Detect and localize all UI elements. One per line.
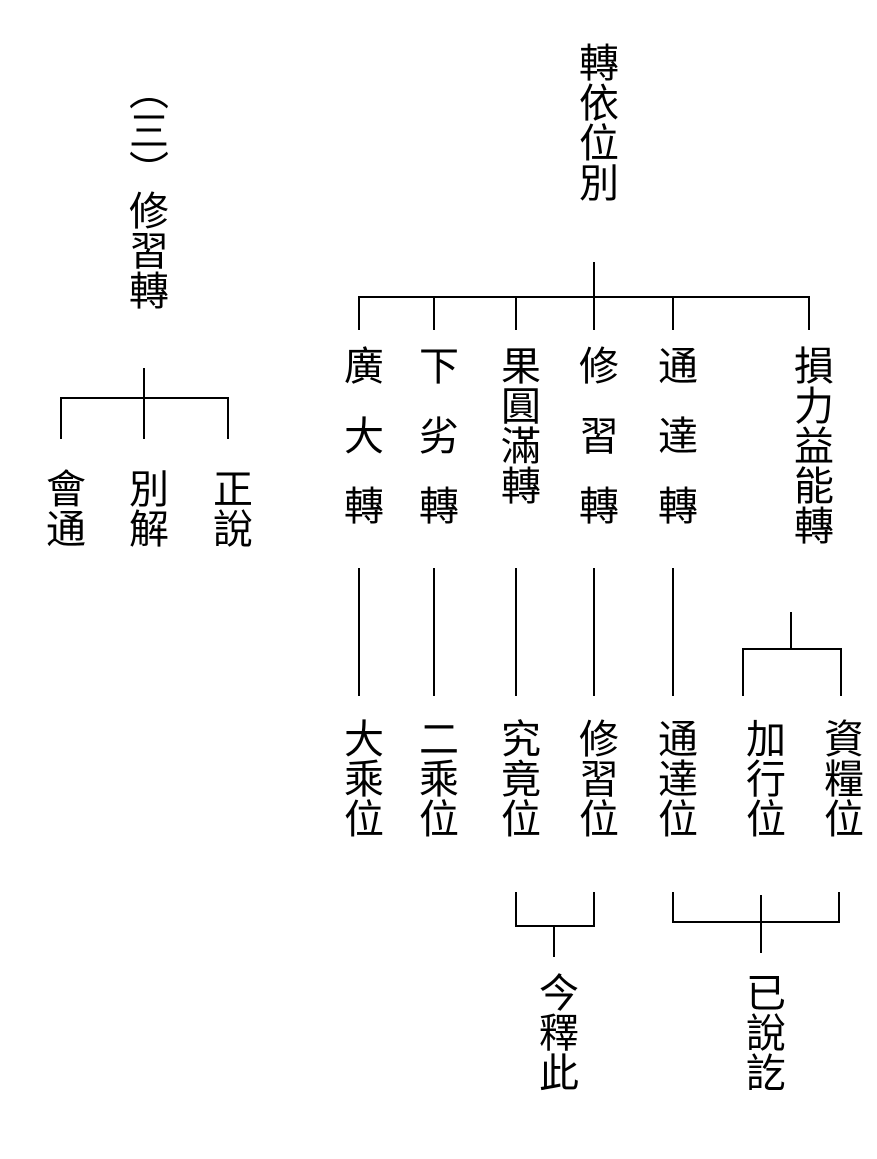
- left-branch-biejie: 別解: [122, 468, 168, 548]
- connector: [143, 368, 145, 398]
- pos-dacheng: 大乘位: [337, 718, 383, 838]
- turn-xiuxi: 修習轉: [572, 345, 618, 555]
- connector: [742, 648, 842, 650]
- connector: [358, 296, 810, 298]
- left-branch-zhengshuo: 正說: [206, 468, 252, 548]
- connector: [672, 892, 674, 922]
- connector: [433, 296, 435, 330]
- turn-guangda: 廣大轉: [337, 345, 383, 555]
- connector: [358, 296, 360, 330]
- left-heading: （三）修習轉: [122, 70, 168, 310]
- connector: [515, 296, 517, 330]
- connector: [672, 568, 674, 696]
- turn-guoyuanman: 果圓滿轉: [494, 345, 540, 505]
- connector: [60, 397, 62, 439]
- connector: [840, 648, 842, 696]
- pos-ziliang: 資糧位: [817, 718, 863, 838]
- pos-ercheng: 二乘位: [412, 718, 458, 838]
- connector: [593, 296, 595, 330]
- left-branch-huitong: 會通: [39, 468, 85, 548]
- pos-jiaxing: 加行位: [739, 718, 785, 838]
- note-yishuoqi: 已說訖: [739, 972, 785, 1092]
- pos-jiujing: 究竟位: [494, 718, 540, 838]
- pos-tongda: 通達位: [651, 718, 697, 838]
- connector: [593, 262, 595, 297]
- turn-tongda: 通達轉: [651, 345, 697, 555]
- connector: [515, 925, 595, 927]
- connector: [593, 568, 595, 696]
- connector: [790, 612, 792, 649]
- connector: [515, 568, 517, 696]
- turn-sunliyineng: 損力益能轉: [787, 345, 833, 545]
- connector: [672, 296, 674, 330]
- connector: [593, 892, 595, 926]
- connector: [838, 892, 840, 922]
- connector: [358, 568, 360, 696]
- connector: [433, 568, 435, 696]
- pos-xiuxi: 修習位: [572, 718, 618, 838]
- connector: [672, 921, 840, 923]
- connector: [553, 925, 555, 957]
- connector: [515, 892, 517, 926]
- connector: [808, 296, 810, 330]
- connector: [227, 397, 229, 439]
- connector: [760, 895, 762, 953]
- connector: [143, 397, 145, 439]
- root-title: 轉依位別: [572, 42, 618, 202]
- note-jinshici: 今釋此: [532, 972, 578, 1092]
- turn-xialie: 下劣轉: [412, 345, 458, 555]
- connector: [742, 648, 744, 696]
